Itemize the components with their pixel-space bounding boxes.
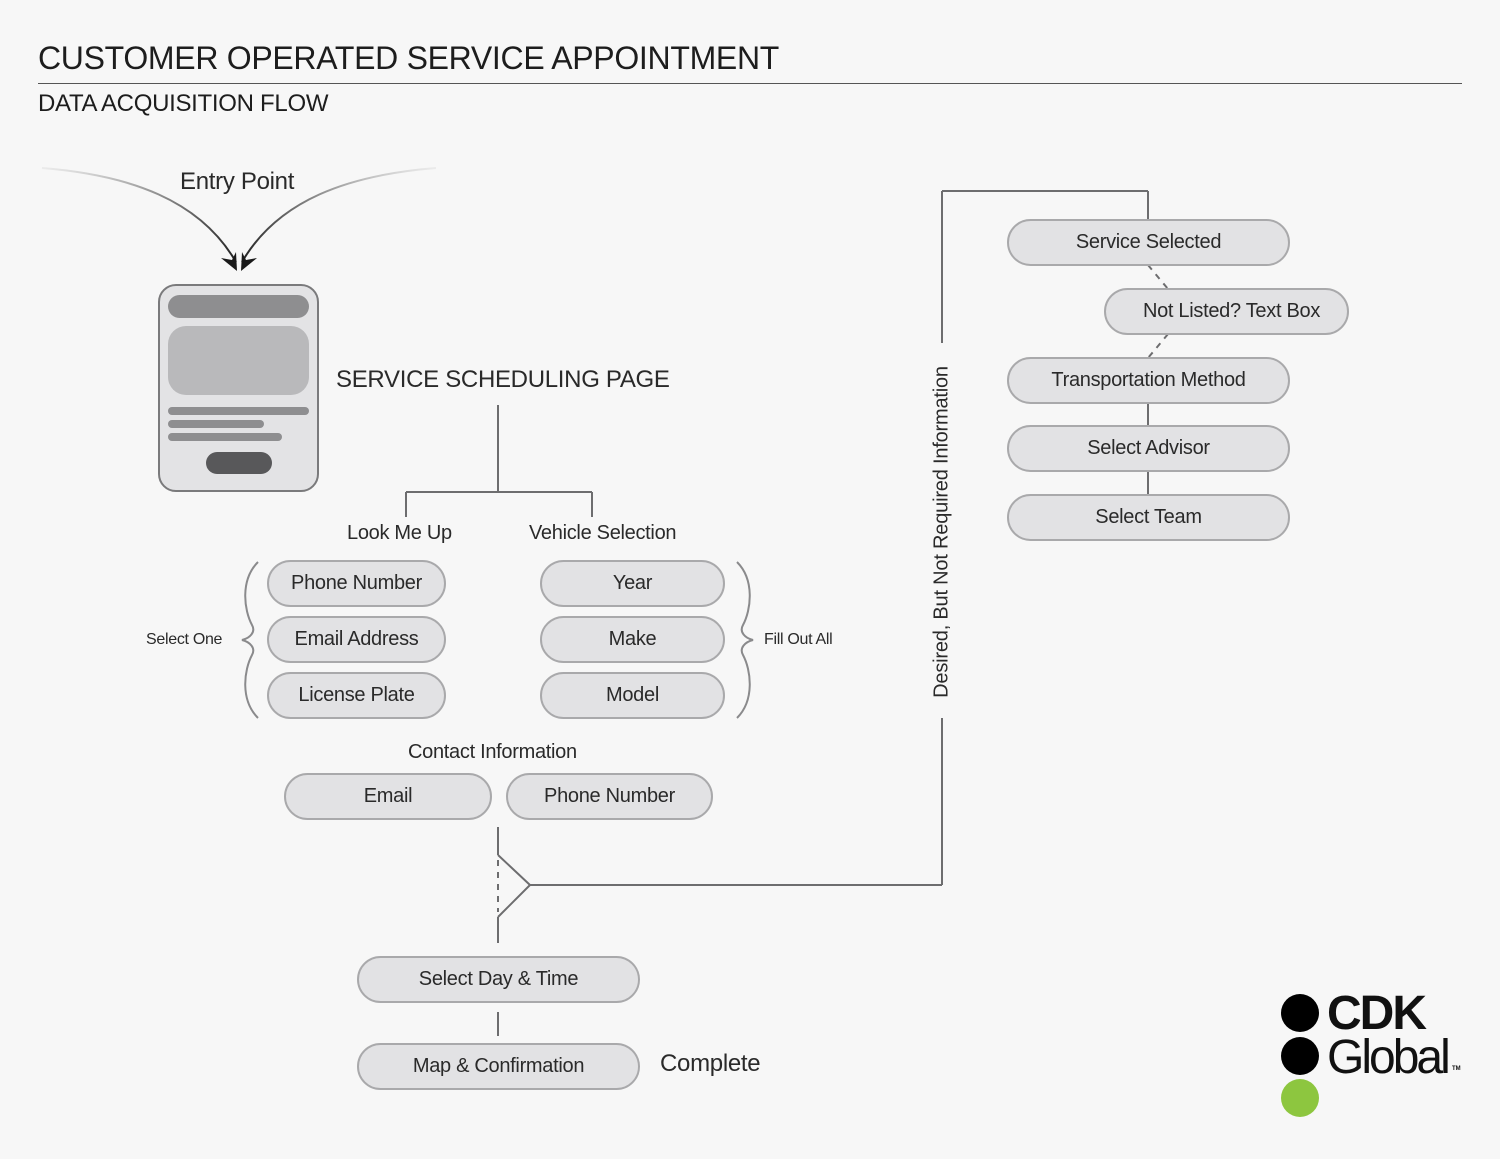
select-advisor[interactable]: Select Advisor bbox=[1007, 425, 1290, 472]
mockup-header-bar bbox=[168, 295, 309, 318]
look-up-phone-number[interactable]: Phone Number bbox=[267, 560, 446, 607]
service-selected[interactable]: Service Selected bbox=[1007, 219, 1290, 266]
logo-trademark: TM bbox=[1452, 1066, 1461, 1072]
not-listed-text-box[interactable]: Not Listed? Text Box bbox=[1104, 288, 1349, 335]
entry-arrowhead-left bbox=[221, 252, 237, 271]
mockup-button bbox=[206, 452, 272, 474]
map-confirmation[interactable]: Map & Confirmation bbox=[357, 1043, 640, 1090]
vehicle-selection-heading: Vehicle Selection bbox=[529, 522, 677, 544]
vehicle-year[interactable]: Year bbox=[540, 560, 725, 607]
entry-point-label: Entry Point bbox=[180, 168, 295, 195]
look-up-license-plate[interactable]: License Plate bbox=[267, 672, 446, 719]
logo-text-cdk: CDK bbox=[1327, 987, 1427, 1040]
select-day-time[interactable]: Select Day & Time bbox=[357, 956, 640, 1003]
title-divider bbox=[38, 83, 1462, 84]
desired-not-required-label: Desired, But Not Required Information bbox=[930, 366, 953, 698]
select-one-brace bbox=[241, 561, 259, 719]
vehicle-model[interactable]: Model bbox=[540, 672, 725, 719]
vehicle-make[interactable]: Make bbox=[540, 616, 725, 663]
look-up-email-address[interactable]: Email Address bbox=[267, 616, 446, 663]
scheduling-page-mockup-icon bbox=[158, 284, 319, 492]
select-team[interactable]: Select Team bbox=[1007, 494, 1290, 541]
select-one-note: Select One bbox=[146, 631, 223, 648]
entry-arrow-right bbox=[241, 167, 437, 263]
logo-dot-middle bbox=[1281, 1037, 1319, 1075]
fill-out-all-brace bbox=[736, 561, 754, 719]
diagram-title: CUSTOMER OPERATED SERVICE APPOINTMENT bbox=[38, 40, 780, 76]
diagram-subtitle: DATA ACQUISITION FLOW bbox=[38, 90, 329, 117]
complete-label: Complete bbox=[660, 1050, 761, 1077]
entry-arrow-left bbox=[41, 167, 237, 263]
look-me-up-heading: Look Me Up bbox=[347, 522, 452, 544]
mockup-text-line bbox=[168, 420, 264, 428]
logo-dot-top bbox=[1281, 994, 1319, 1032]
logo-dot-green bbox=[1281, 1079, 1319, 1117]
mockup-image-block bbox=[168, 326, 309, 395]
contact-email[interactable]: Email bbox=[284, 773, 492, 820]
transportation-method[interactable]: Transportation Method bbox=[1007, 357, 1290, 404]
mockup-text-line bbox=[168, 433, 282, 441]
contact-phone-number[interactable]: Phone Number bbox=[506, 773, 713, 820]
mockup-text-line bbox=[168, 407, 309, 415]
service-scheduling-page-label: SERVICE SCHEDULING PAGE bbox=[336, 366, 670, 393]
logo-text-global: Global bbox=[1327, 1031, 1451, 1084]
fill-out-all-note: Fill Out All bbox=[764, 631, 833, 648]
entry-arrowhead-right bbox=[241, 252, 257, 271]
contact-information-heading: Contact Information bbox=[408, 741, 577, 763]
